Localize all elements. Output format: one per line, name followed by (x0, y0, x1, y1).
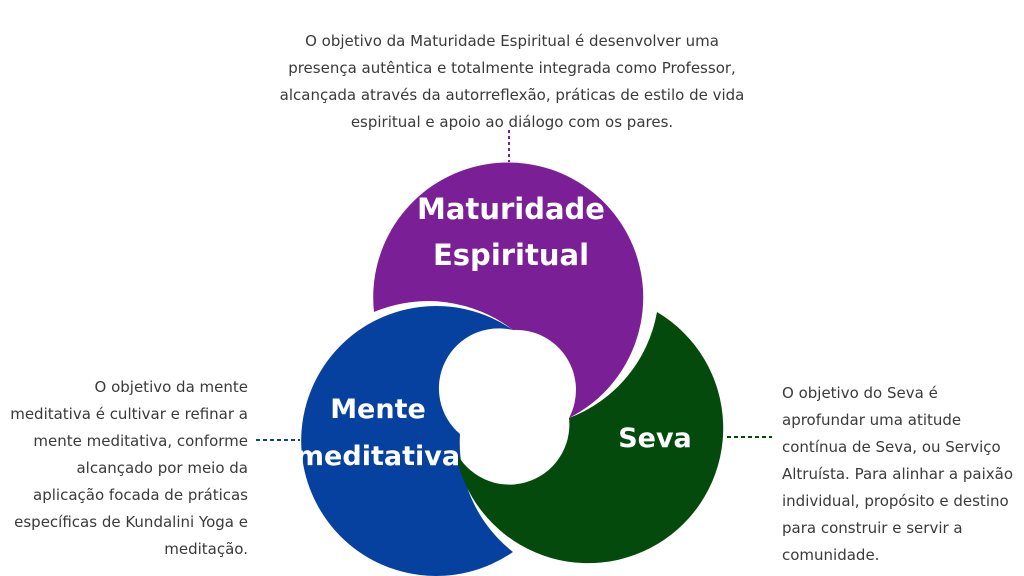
spiritual-maturity-description: O objetivo da Maturidade Espiritual é de… (279, 32, 745, 131)
meditative-mind-label-line2: meditativa (296, 441, 460, 472)
seva-description: O objetivo do Seva é aprofundar uma atit… (782, 384, 1014, 564)
meditative-mind-description: O objetivo da mente meditativa é cultiva… (10, 378, 248, 558)
seva-label: Seva (618, 423, 692, 454)
spiritual-maturity-ring (373, 162, 644, 418)
spiritual-maturity-label-line1: Maturidade (417, 192, 605, 226)
meditative-mind-label-line1: Mente (330, 394, 426, 425)
meditative-mind-ring (301, 305, 513, 576)
spiritual-maturity-label-line2: Espiritual (433, 238, 589, 272)
seva-ring (455, 312, 724, 564)
